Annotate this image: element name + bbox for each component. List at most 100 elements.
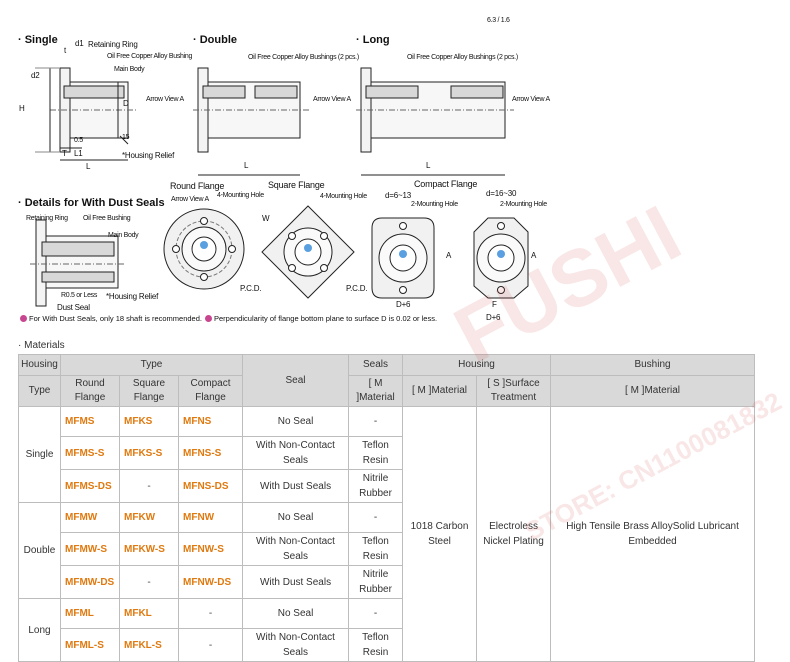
dust-seal-label: Dust Seal: [57, 303, 90, 312]
compact-D6b-label: D+6: [486, 313, 501, 322]
round-arrow-view-label: Arrow View A: [171, 196, 209, 203]
dust-seal-note: For With Dust Seals, only 18 shaft is re…: [20, 314, 202, 323]
part-code[interactable]: MFKL-S: [119, 628, 179, 662]
pin-icon: [20, 315, 27, 322]
single-15-label: 15: [122, 134, 130, 141]
seal-cell: No Seal: [242, 406, 350, 437]
th-bushing: Bushing: [550, 354, 756, 376]
part-code[interactable]: MFKS: [119, 406, 179, 437]
double-title: · Double: [193, 34, 237, 46]
single-retaining-ring-label: Retaining Ring: [88, 40, 138, 49]
square-flange-drawing: [261, 205, 355, 299]
single-r05-label: 0.5: [74, 137, 83, 144]
part-code[interactable]: MFNW: [177, 502, 244, 533]
seal-material-cell: -: [348, 598, 404, 629]
compact-mounting-hole-label-2: 2-Mounting Hole: [500, 201, 547, 208]
seal-material-cell: -: [348, 502, 404, 533]
compact-flange-drawing-large: [473, 217, 529, 299]
seal-cell: With Dust Seals: [242, 565, 350, 599]
part-code-empty: -: [119, 565, 179, 599]
single-H-label: H: [19, 104, 25, 113]
table-row: MFMS-S MFKS-S MFNS-S With Non-Contact Se…: [19, 436, 755, 470]
th-type-sub: Type: [18, 375, 61, 407]
single-housing-relief-label: *Housing Relief: [122, 151, 175, 160]
part-code-empty: -: [177, 628, 244, 662]
type-cell: Single: [18, 406, 61, 503]
part-code[interactable]: MFNW-DS: [177, 565, 244, 599]
dust-retaining-ring-label: Retaining Ring: [26, 215, 68, 222]
th-housing-material: [ M ]Material: [402, 375, 478, 407]
compact-A-label: A: [446, 251, 452, 260]
seal-material-cell: Nitrile Rubber: [348, 469, 404, 503]
th-round: Round Flange: [60, 375, 120, 407]
compact-flange-title: Compact Flange: [414, 179, 478, 189]
compact-D6-label: D+6: [396, 300, 411, 309]
part-code[interactable]: MFMS: [60, 406, 120, 437]
dust-main-body-label: Main Body: [108, 232, 139, 239]
seal-cell: With Dust Seals: [242, 469, 350, 503]
part-code[interactable]: MFML: [60, 598, 120, 629]
compact-d-large-label: d=16~30: [486, 189, 517, 198]
dust-bushing-label: Oil Free Bushing: [83, 215, 131, 222]
part-code[interactable]: MFKL: [119, 598, 179, 629]
compact-mounting-hole-label-1: 2-Mounting Hole: [411, 201, 458, 208]
single-D-label: D: [123, 99, 129, 108]
part-code[interactable]: MFKW-S: [119, 532, 179, 566]
materials-table: Housing Type Seal Seals Housing Bushing …: [18, 354, 756, 662]
single-arrow-view-label: Arrow View A: [146, 96, 184, 103]
th-housing: Housing: [18, 354, 61, 376]
long-bushings-label: Oil Free Copper Alloy Bushings (2 pcs.): [407, 54, 518, 61]
single-bushing-label: Oil Free Copper Alloy Bushing: [107, 53, 193, 60]
square-pcd-label: P.C.D.: [346, 284, 368, 293]
part-code[interactable]: MFMS-DS: [60, 469, 120, 503]
part-code-empty: -: [177, 598, 244, 629]
square-W-label: W: [262, 214, 270, 223]
th-seal-material: [ M ]Material: [348, 375, 404, 407]
double-drawing: [193, 67, 309, 176]
long-title: · Long: [356, 34, 390, 46]
round-flange-title: Round Flange: [170, 181, 225, 191]
seal-cell: With Non-Contact Seals: [242, 532, 350, 566]
double-arrow-view-label: Arrow View A: [313, 96, 351, 103]
table-row: Single MFMS MFKS MFNS No Seal - 1018 Car…: [18, 406, 756, 662]
part-code-empty: -: [119, 469, 179, 503]
th-bushing-material: [ M ]Material: [550, 375, 756, 407]
part-code[interactable]: MFMS-S: [60, 436, 120, 470]
dust-seal-drawing: [30, 219, 126, 307]
single-title: · Single: [18, 34, 58, 46]
part-code[interactable]: MFKS-S: [119, 436, 179, 470]
part-code[interactable]: MFKW: [119, 502, 179, 533]
housing-material-cell: 1018 Carbon Steel: [402, 406, 478, 662]
seal-material-cell: Teflon Resin: [348, 436, 404, 470]
part-code[interactable]: MFNS-DS: [177, 469, 244, 503]
single-main-body-label: Main Body: [114, 66, 145, 73]
seal-cell: With Non-Contact Seals: [242, 436, 350, 470]
materials-heading: · Materials: [18, 340, 65, 351]
square-mounting-hole-label: 4-Mounting Hole: [320, 193, 367, 200]
double-bushings-label: Oil Free Copper Alloy Bushings (2 pcs.): [248, 54, 359, 61]
part-code[interactable]: MFNS-S: [177, 436, 244, 470]
th-seals: Seals: [348, 354, 404, 376]
part-code[interactable]: MFNS: [177, 406, 244, 437]
compact-A-label-2: A: [531, 251, 537, 260]
round-pcd-label: P.C.D.: [240, 284, 262, 293]
th-type: Type: [59, 354, 244, 376]
dust-seal-title: · Details for With Dust Seals: [18, 197, 165, 209]
th-compact: Compact Flange: [177, 375, 244, 407]
bushing-material-cell: High Tensile Brass AlloySolid Lubricant …: [550, 406, 756, 662]
type-cell: Long: [18, 598, 61, 662]
long-arrow-view-label: Arrow View A: [512, 96, 550, 103]
part-code[interactable]: MFMW-DS: [60, 565, 120, 599]
part-code[interactable]: MFMW-S: [60, 532, 120, 566]
seal-cell: No Seal: [242, 502, 350, 533]
compact-flange-drawing-small: [371, 217, 435, 299]
part-code[interactable]: MFMW: [60, 502, 120, 533]
seal-cell: With Non-Contact Seals: [242, 628, 350, 662]
compact-d-small-label: d=6~13: [385, 191, 411, 200]
type-cell: Double: [18, 502, 61, 599]
single-drawing: [35, 67, 138, 161]
part-code[interactable]: MFNW-S: [177, 532, 244, 566]
part-code[interactable]: MFML-S: [60, 628, 120, 662]
dust-r05-label: R0.5 or Less: [61, 292, 98, 299]
surface-treatment-cell: Electroless Nickel Plating: [476, 406, 552, 662]
